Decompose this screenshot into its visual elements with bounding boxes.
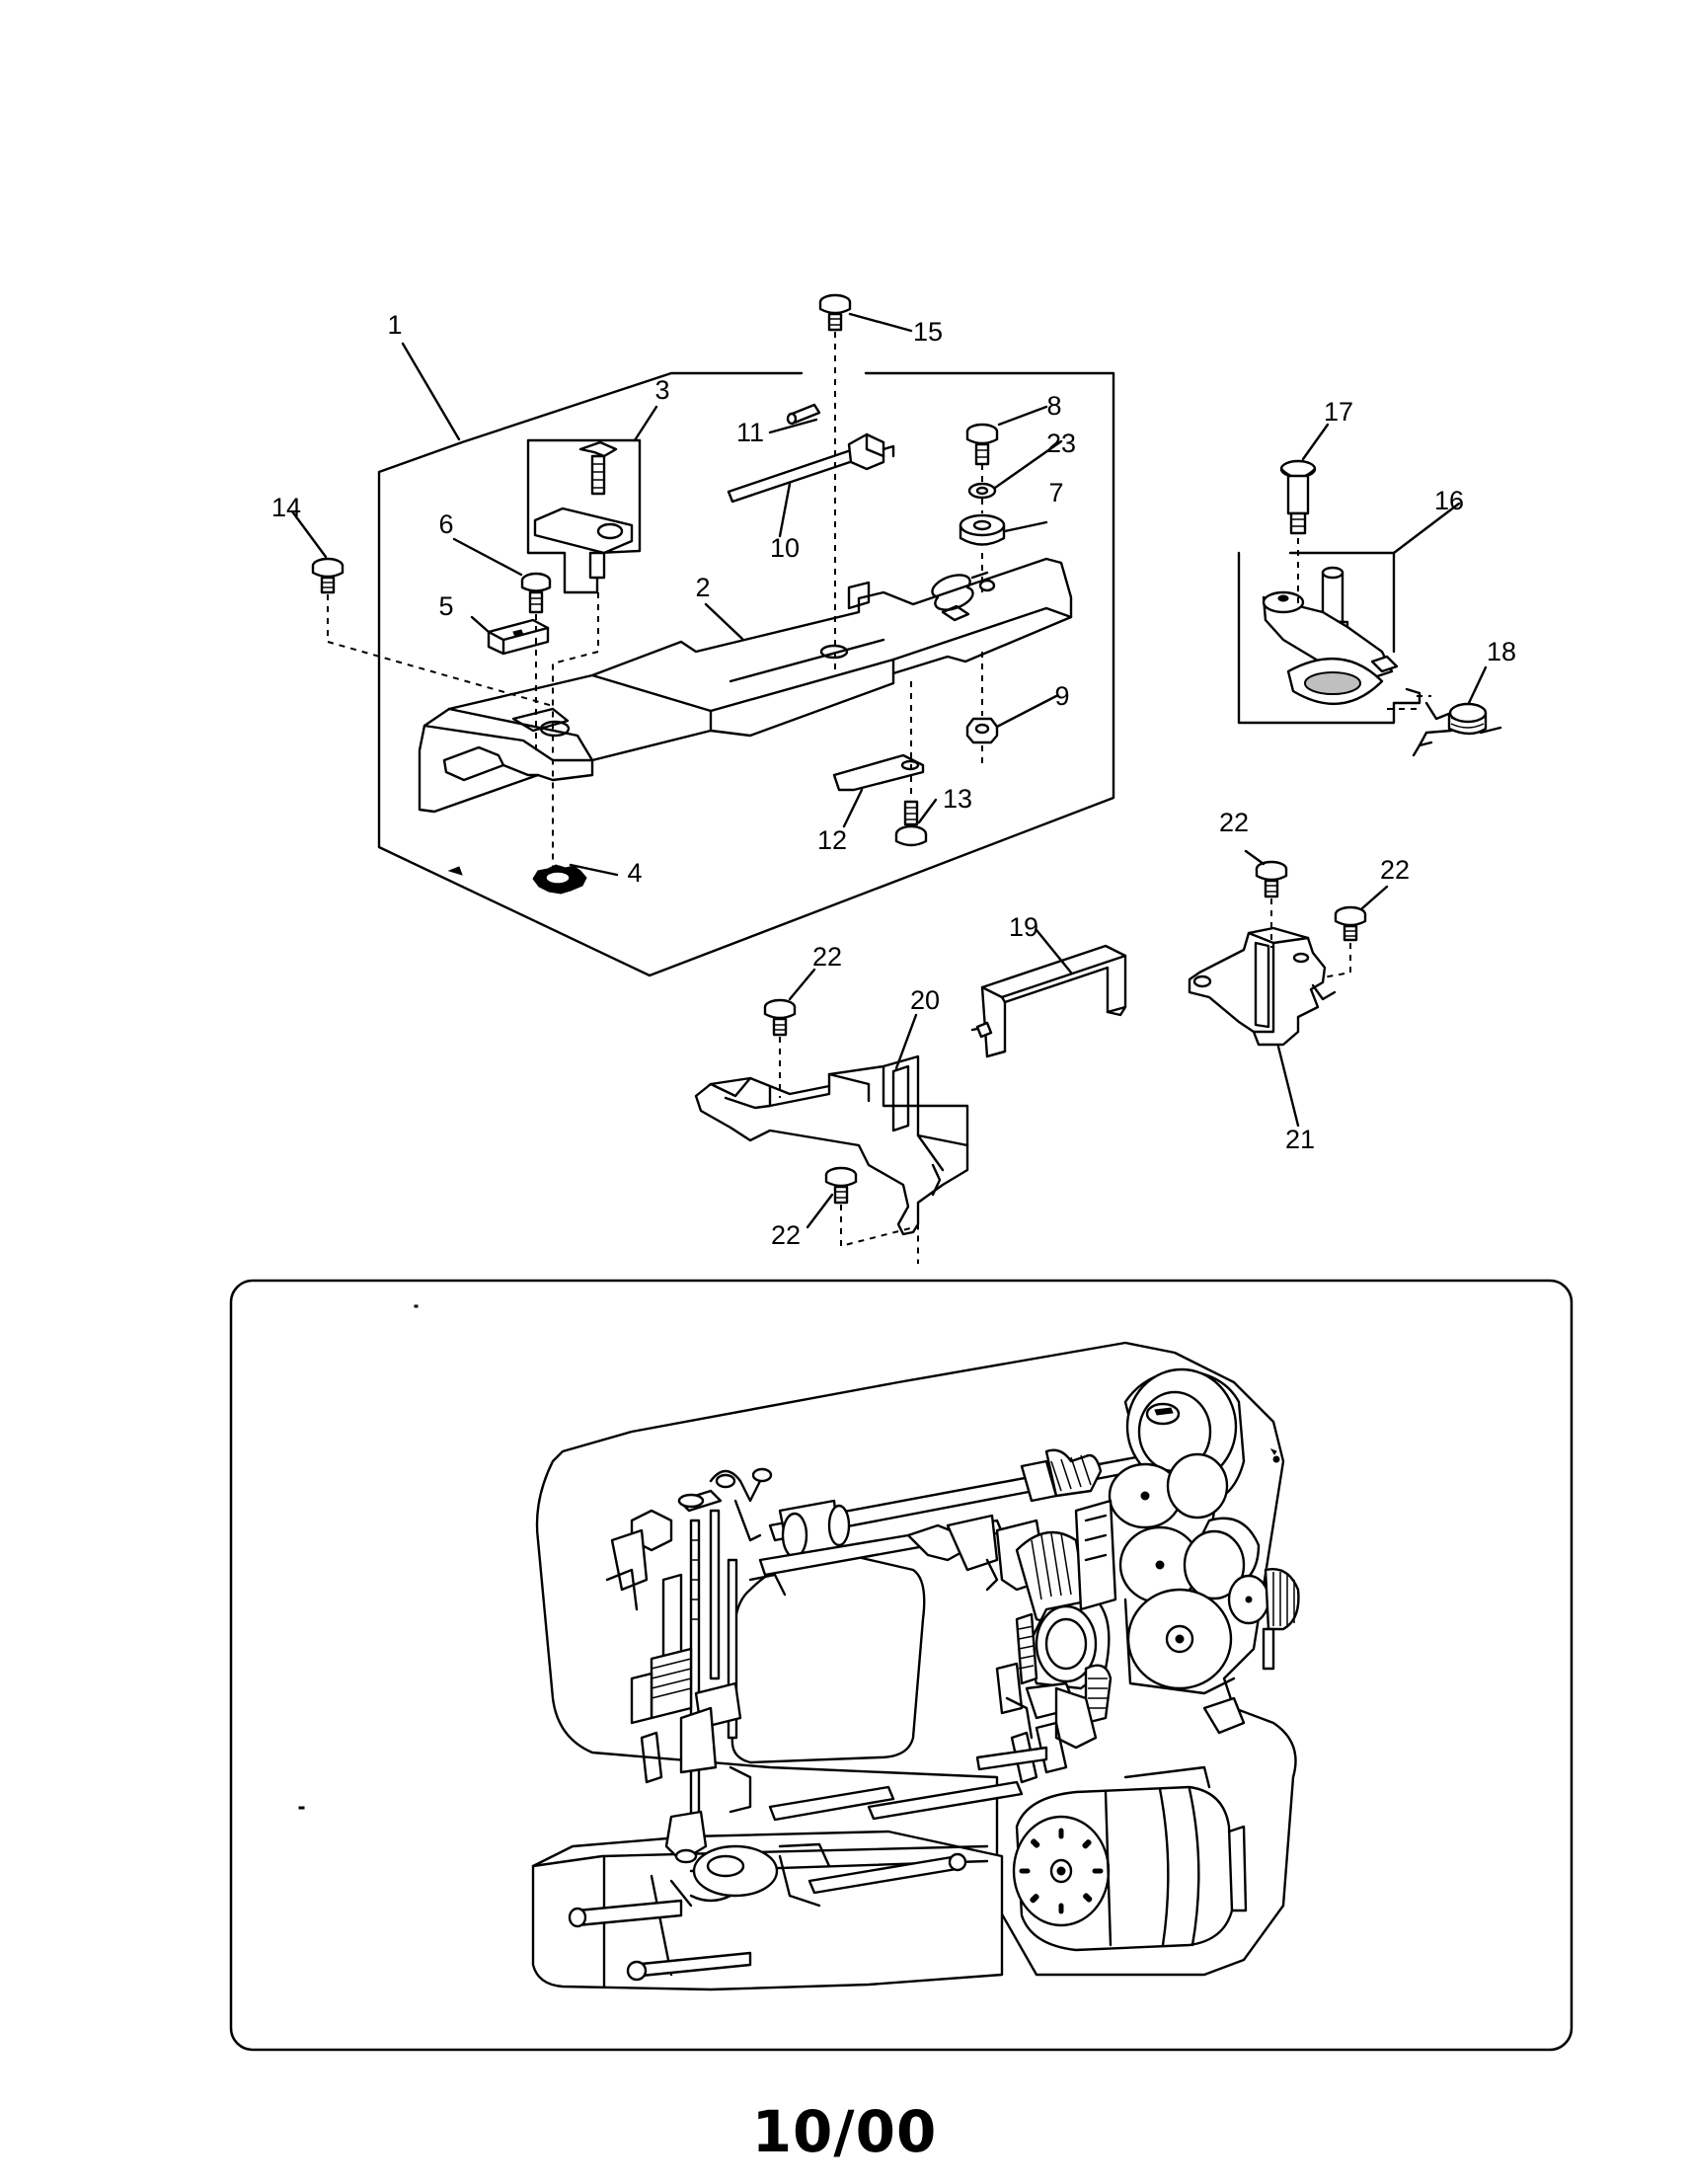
bracket-part-21 (1188, 926, 1337, 1047)
screw-part-8 (965, 423, 999, 466)
leader-lines (290, 312, 1488, 1229)
callout-9: 9 (1054, 681, 1069, 711)
spring-part-18 (1412, 701, 1502, 757)
screw-part-22-b (824, 1166, 858, 1205)
callout-22-c: 22 (1219, 808, 1249, 837)
callout-7: 7 (1048, 478, 1063, 507)
callout-13: 13 (943, 784, 972, 814)
motor-vents (1019, 1828, 1104, 1914)
lock-washer-part-4 (532, 864, 587, 895)
callout-16: 16 (1434, 486, 1464, 515)
pin-part-11 (786, 403, 821, 426)
callout-15: 15 (913, 317, 943, 347)
callout-11: 11 (736, 418, 764, 447)
clip-part-5 (487, 618, 550, 656)
callout-12: 12 (817, 825, 847, 855)
callout-10: 10 (770, 533, 800, 563)
bracket-group-part-3 (526, 438, 642, 594)
callout-2: 2 (695, 573, 710, 602)
assembly-guide-lines (327, 332, 1431, 1264)
spacer-part-7 (959, 513, 1006, 546)
winder-group-part-16 (1237, 551, 1421, 725)
screw-part-14 (311, 557, 345, 594)
handle-part-19 (970, 944, 1127, 1058)
screw-part-22-a (763, 998, 797, 1037)
machine-overview-panel (229, 1279, 1574, 2052)
callout-14: 14 (271, 493, 301, 522)
callout-labels: 1 2 3 4 5 6 7 8 9 10 11 12 13 14 15 16 1… (271, 310, 1516, 1250)
plate-spring-part-12 (832, 753, 925, 792)
callout-4: 4 (627, 858, 642, 888)
bracket-part-20 (694, 1054, 969, 1236)
callout-20: 20 (910, 985, 940, 1015)
callout-3: 3 (654, 375, 669, 405)
nut-part-9 (965, 717, 999, 744)
callout-19: 19 (1009, 912, 1038, 942)
pin-part-17 (1279, 459, 1317, 535)
bed-assembly-frame (377, 371, 1115, 977)
screw-part-13 (894, 800, 928, 847)
callout-8: 8 (1046, 391, 1061, 421)
callout-22-a: 22 (812, 942, 842, 972)
screw-part-22-c (1255, 860, 1288, 898)
screw-part-22-d (1334, 905, 1367, 942)
callout-22-b: 22 (771, 1220, 801, 1250)
bed-cover-part-2 (418, 557, 1073, 814)
callout-22-d: 22 (1380, 855, 1410, 885)
callout-5: 5 (438, 591, 453, 621)
page-date-stamp: 10/00 (751, 2098, 938, 2165)
screw-part-15 (818, 293, 852, 332)
screw-part-6 (520, 572, 552, 614)
arm-window (730, 1553, 926, 1764)
callout-21: 21 (1285, 1125, 1315, 1154)
washer-part-23 (967, 482, 997, 500)
shaft-part-10 (727, 432, 895, 504)
callout-23: 23 (1046, 429, 1076, 458)
callout-1: 1 (387, 310, 402, 340)
callout-6: 6 (438, 509, 453, 539)
callout-17: 17 (1324, 397, 1353, 427)
callout-18: 18 (1487, 637, 1516, 666)
